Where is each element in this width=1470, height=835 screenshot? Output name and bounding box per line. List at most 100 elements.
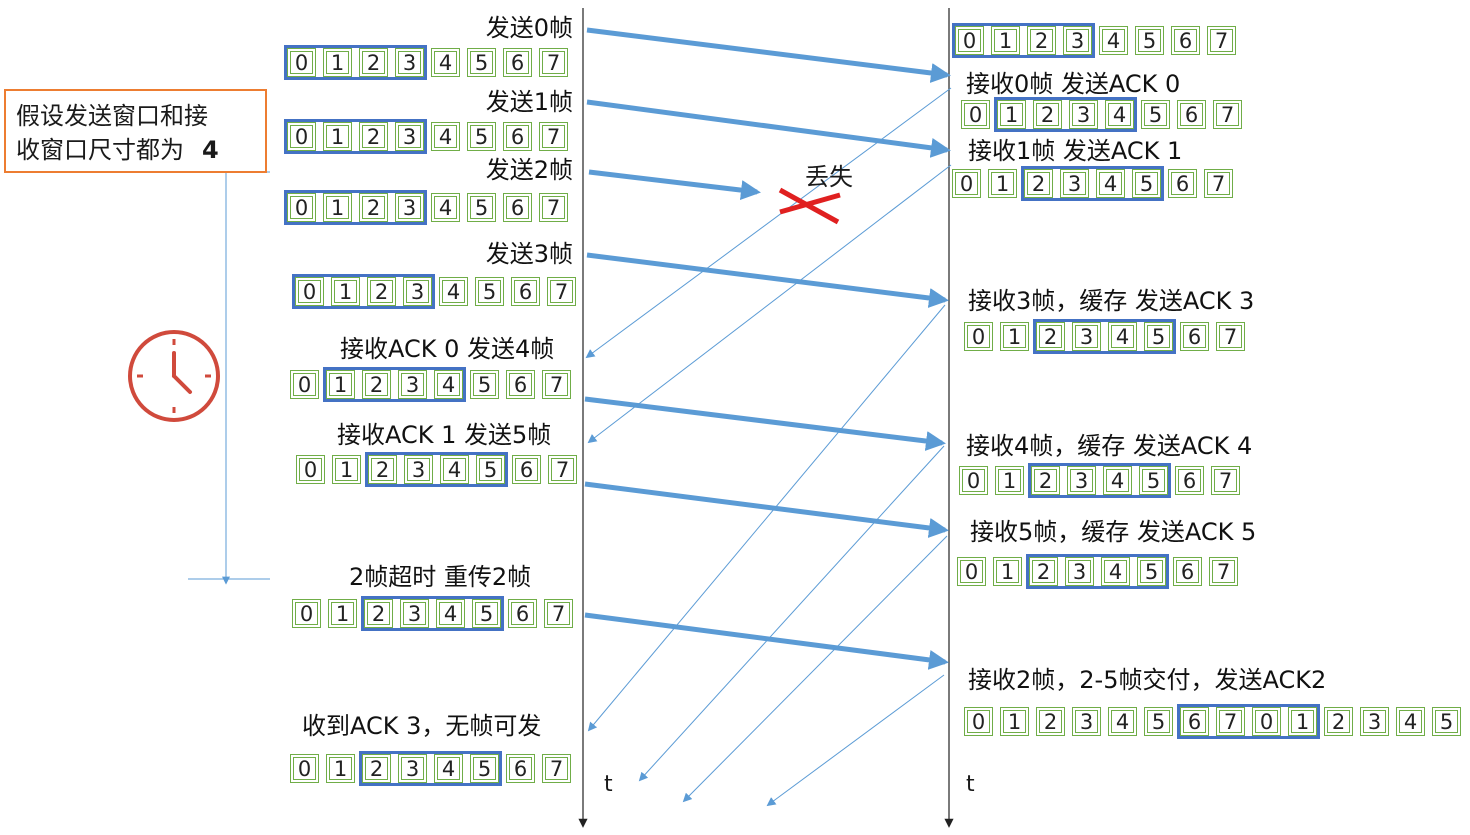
frame-number: 7 <box>549 373 564 397</box>
frame-number: 3 <box>1076 103 1091 127</box>
frame-cell: 5 <box>467 193 496 222</box>
frame-cell: 0 <box>964 322 993 351</box>
frame-cell: 0 <box>296 455 325 484</box>
frame-arrow-4 <box>584 396 946 451</box>
frame-cell: 1 <box>326 754 355 783</box>
frame-number: 2 <box>369 373 384 397</box>
frame-cell: 3 <box>1072 707 1101 736</box>
frame-cell: 3 <box>403 277 432 306</box>
frame-number: 1 <box>333 373 348 397</box>
frame-cell: 1 <box>991 26 1020 55</box>
frame-number: 4 <box>447 458 462 482</box>
frame-cell: 4 <box>1101 557 1130 586</box>
frame-number: 3 <box>411 458 426 482</box>
frame-number: 1 <box>338 280 353 304</box>
frame-number: 1 <box>339 458 354 482</box>
frame-number: 6 <box>510 51 525 75</box>
frame-number: 5 <box>474 125 489 149</box>
frame-cell: 4 <box>1096 169 1125 198</box>
frame-number: 2 <box>1036 560 1051 584</box>
frame-number: 2 <box>1043 325 1058 349</box>
frame-number: 0 <box>971 710 986 734</box>
frame-cell: 3 <box>398 370 427 399</box>
frame-number: 0 <box>971 325 986 349</box>
frame-cell: 6 <box>1168 169 1197 198</box>
frame-number: 4 <box>441 757 456 781</box>
frame-cell: 6 <box>506 754 535 783</box>
frame-number: 3 <box>1072 560 1087 584</box>
frame-cell: 3 <box>395 122 424 151</box>
frame-cell: 6 <box>508 599 537 628</box>
frame-cell: 6 <box>503 48 532 77</box>
frame-number: 6 <box>518 280 533 304</box>
frame-arrow-1 <box>586 99 951 158</box>
frame-cell: 6 <box>1175 466 1204 495</box>
frame-number: 2 <box>366 51 381 75</box>
frame-cell: 3 <box>1060 169 1089 198</box>
frame-number: 0 <box>962 29 977 53</box>
frame-number: 7 <box>1214 29 1229 53</box>
frame-number: 3 <box>1074 469 1089 493</box>
frame-number: 1 <box>1007 710 1022 734</box>
frame-cell: 0 <box>290 754 319 783</box>
frame-cell: 5 <box>467 122 496 151</box>
frame-number: 0 <box>297 757 312 781</box>
frame-number: 1 <box>330 125 345 149</box>
frame-number: 6 <box>1180 560 1195 584</box>
frame-cell: 1 <box>323 122 352 151</box>
frame-cell: 0 <box>961 100 990 129</box>
frame-number: 7 <box>549 757 564 781</box>
frame-number: 6 <box>1187 710 1202 734</box>
frame-number: 1 <box>335 602 350 626</box>
frame-number: 6 <box>510 196 525 220</box>
frame-arrow-3 <box>586 252 949 308</box>
frame-cell: 6 <box>506 370 535 399</box>
frame-cell: 5 <box>1132 169 1161 198</box>
frame-number: 6 <box>1175 172 1190 196</box>
frame-cell: 3 <box>1063 26 1092 55</box>
frame-number: 6 <box>513 373 528 397</box>
frame-cell: 5 <box>1432 707 1461 736</box>
frame-number: 5 <box>1148 103 1163 127</box>
frame-cell: 5 <box>1144 322 1173 351</box>
frame-number: 7 <box>1216 560 1231 584</box>
frame-cell: 5 <box>476 455 505 484</box>
frame-number: 2 <box>366 196 381 220</box>
frame-cell: 0 <box>295 277 324 306</box>
ack-arrow-2 <box>766 674 945 807</box>
frame-cell: 3 <box>1067 466 1096 495</box>
frame-number: 1 <box>1000 560 1015 584</box>
frame-number: 5 <box>1144 560 1159 584</box>
frame-number: 0 <box>966 469 981 493</box>
frame-cell: 2 <box>1024 169 1053 198</box>
frame-number: 0 <box>964 560 979 584</box>
frame-number: 5 <box>1142 29 1157 53</box>
frame-number: 2 <box>1331 710 1346 734</box>
frame-number: 2 <box>1043 710 1058 734</box>
frame-number: 3 <box>1367 710 1382 734</box>
frame-cell: 7 <box>1211 466 1240 495</box>
frame-cell: 4 <box>440 455 469 484</box>
note-window-size-value: 4 <box>202 136 219 164</box>
sender-label: 发送0帧 <box>485 14 573 42</box>
frame-cell: 4 <box>436 599 465 628</box>
frame-number: 0 <box>297 373 312 397</box>
sender-label: 接收ACK 1 发送5帧 <box>337 421 552 449</box>
frame-number: 0 <box>968 103 983 127</box>
frame-number: 4 <box>1115 710 1130 734</box>
ack-arrow-3 <box>587 304 946 732</box>
frame-number: 4 <box>446 280 461 304</box>
frame-number: 3 <box>402 125 417 149</box>
frame-cell: 2 <box>1027 26 1056 55</box>
frame-number: 3 <box>405 757 420 781</box>
frame-cell: 4 <box>1108 707 1137 736</box>
frame-number: 4 <box>1112 103 1127 127</box>
frame-cell: 2 <box>364 599 393 628</box>
frame-cell: 3 <box>1069 100 1098 129</box>
frame-arrow-5 <box>584 481 949 538</box>
frame-number: 6 <box>1187 325 1202 349</box>
